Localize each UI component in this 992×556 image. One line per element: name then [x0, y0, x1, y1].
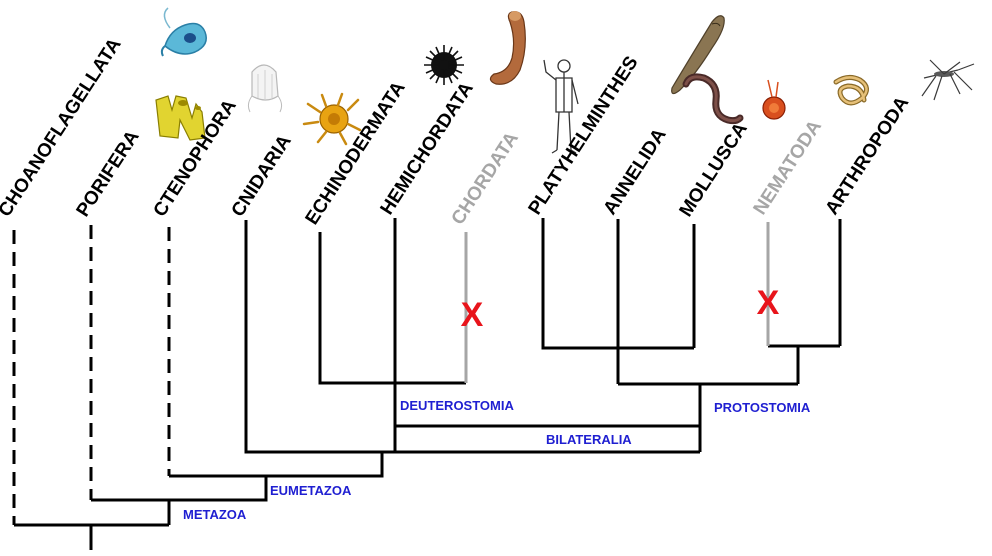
flatworm-icon: [671, 15, 725, 95]
taxon-label-annelida: ANNELIDA: [600, 125, 671, 219]
nematoda-absence-mark: X: [757, 284, 780, 322]
clade-label-deuterostomia: DEUTEROSTOMIA: [400, 398, 514, 413]
clade-label-protostomia: PROTOSTOMIA: [714, 400, 811, 415]
acorn-worm-icon: [489, 11, 526, 85]
clade-label-bilateralia: BILATERALIA: [546, 432, 632, 447]
sea-urchin-icon: [424, 45, 464, 85]
taxon-label-porifera: PORIFERA: [73, 127, 144, 221]
tree-branches: [12, 218, 842, 550]
clade-label-eumetazoa: EUMETAZOA: [270, 483, 352, 498]
taxon-label-mollusca: MOLLUSCA: [676, 119, 752, 221]
taxon-label-cnidaria: CNIDARIA: [228, 131, 296, 221]
snail-icon: [762, 79, 786, 120]
root-node: [14, 523, 169, 550]
taxon-label-nematoda: NEMATODA: [750, 116, 827, 218]
clade-label-metazoa: METAZOA: [183, 507, 247, 522]
lost-branches: [464, 222, 770, 383]
sponge-icon: [155, 95, 206, 141]
choanoflagellate-icon: [160, 7, 207, 57]
human-icon: [543, 59, 579, 154]
taxon-label-chordata: CHORDATA: [448, 128, 523, 228]
platyhelminthes-branch: [541, 218, 694, 350]
mosquito-icon: [921, 59, 975, 101]
roundworm-icon: [833, 74, 869, 106]
earthworm-icon: [682, 73, 744, 125]
taxon-label-arthropoda: ARTHROPODA: [822, 93, 914, 219]
bilateralia-stem: [393, 426, 702, 452]
chordata-absence-mark: X: [461, 296, 484, 334]
cnidaria-branch: [244, 220, 700, 454]
comb-jelly-icon: [247, 64, 283, 113]
coral-polyp-icon: [302, 92, 362, 146]
ecdysozoa-node: [768, 344, 840, 384]
metazoa-node: [91, 498, 171, 525]
echinodermata-branch: [318, 232, 395, 385]
